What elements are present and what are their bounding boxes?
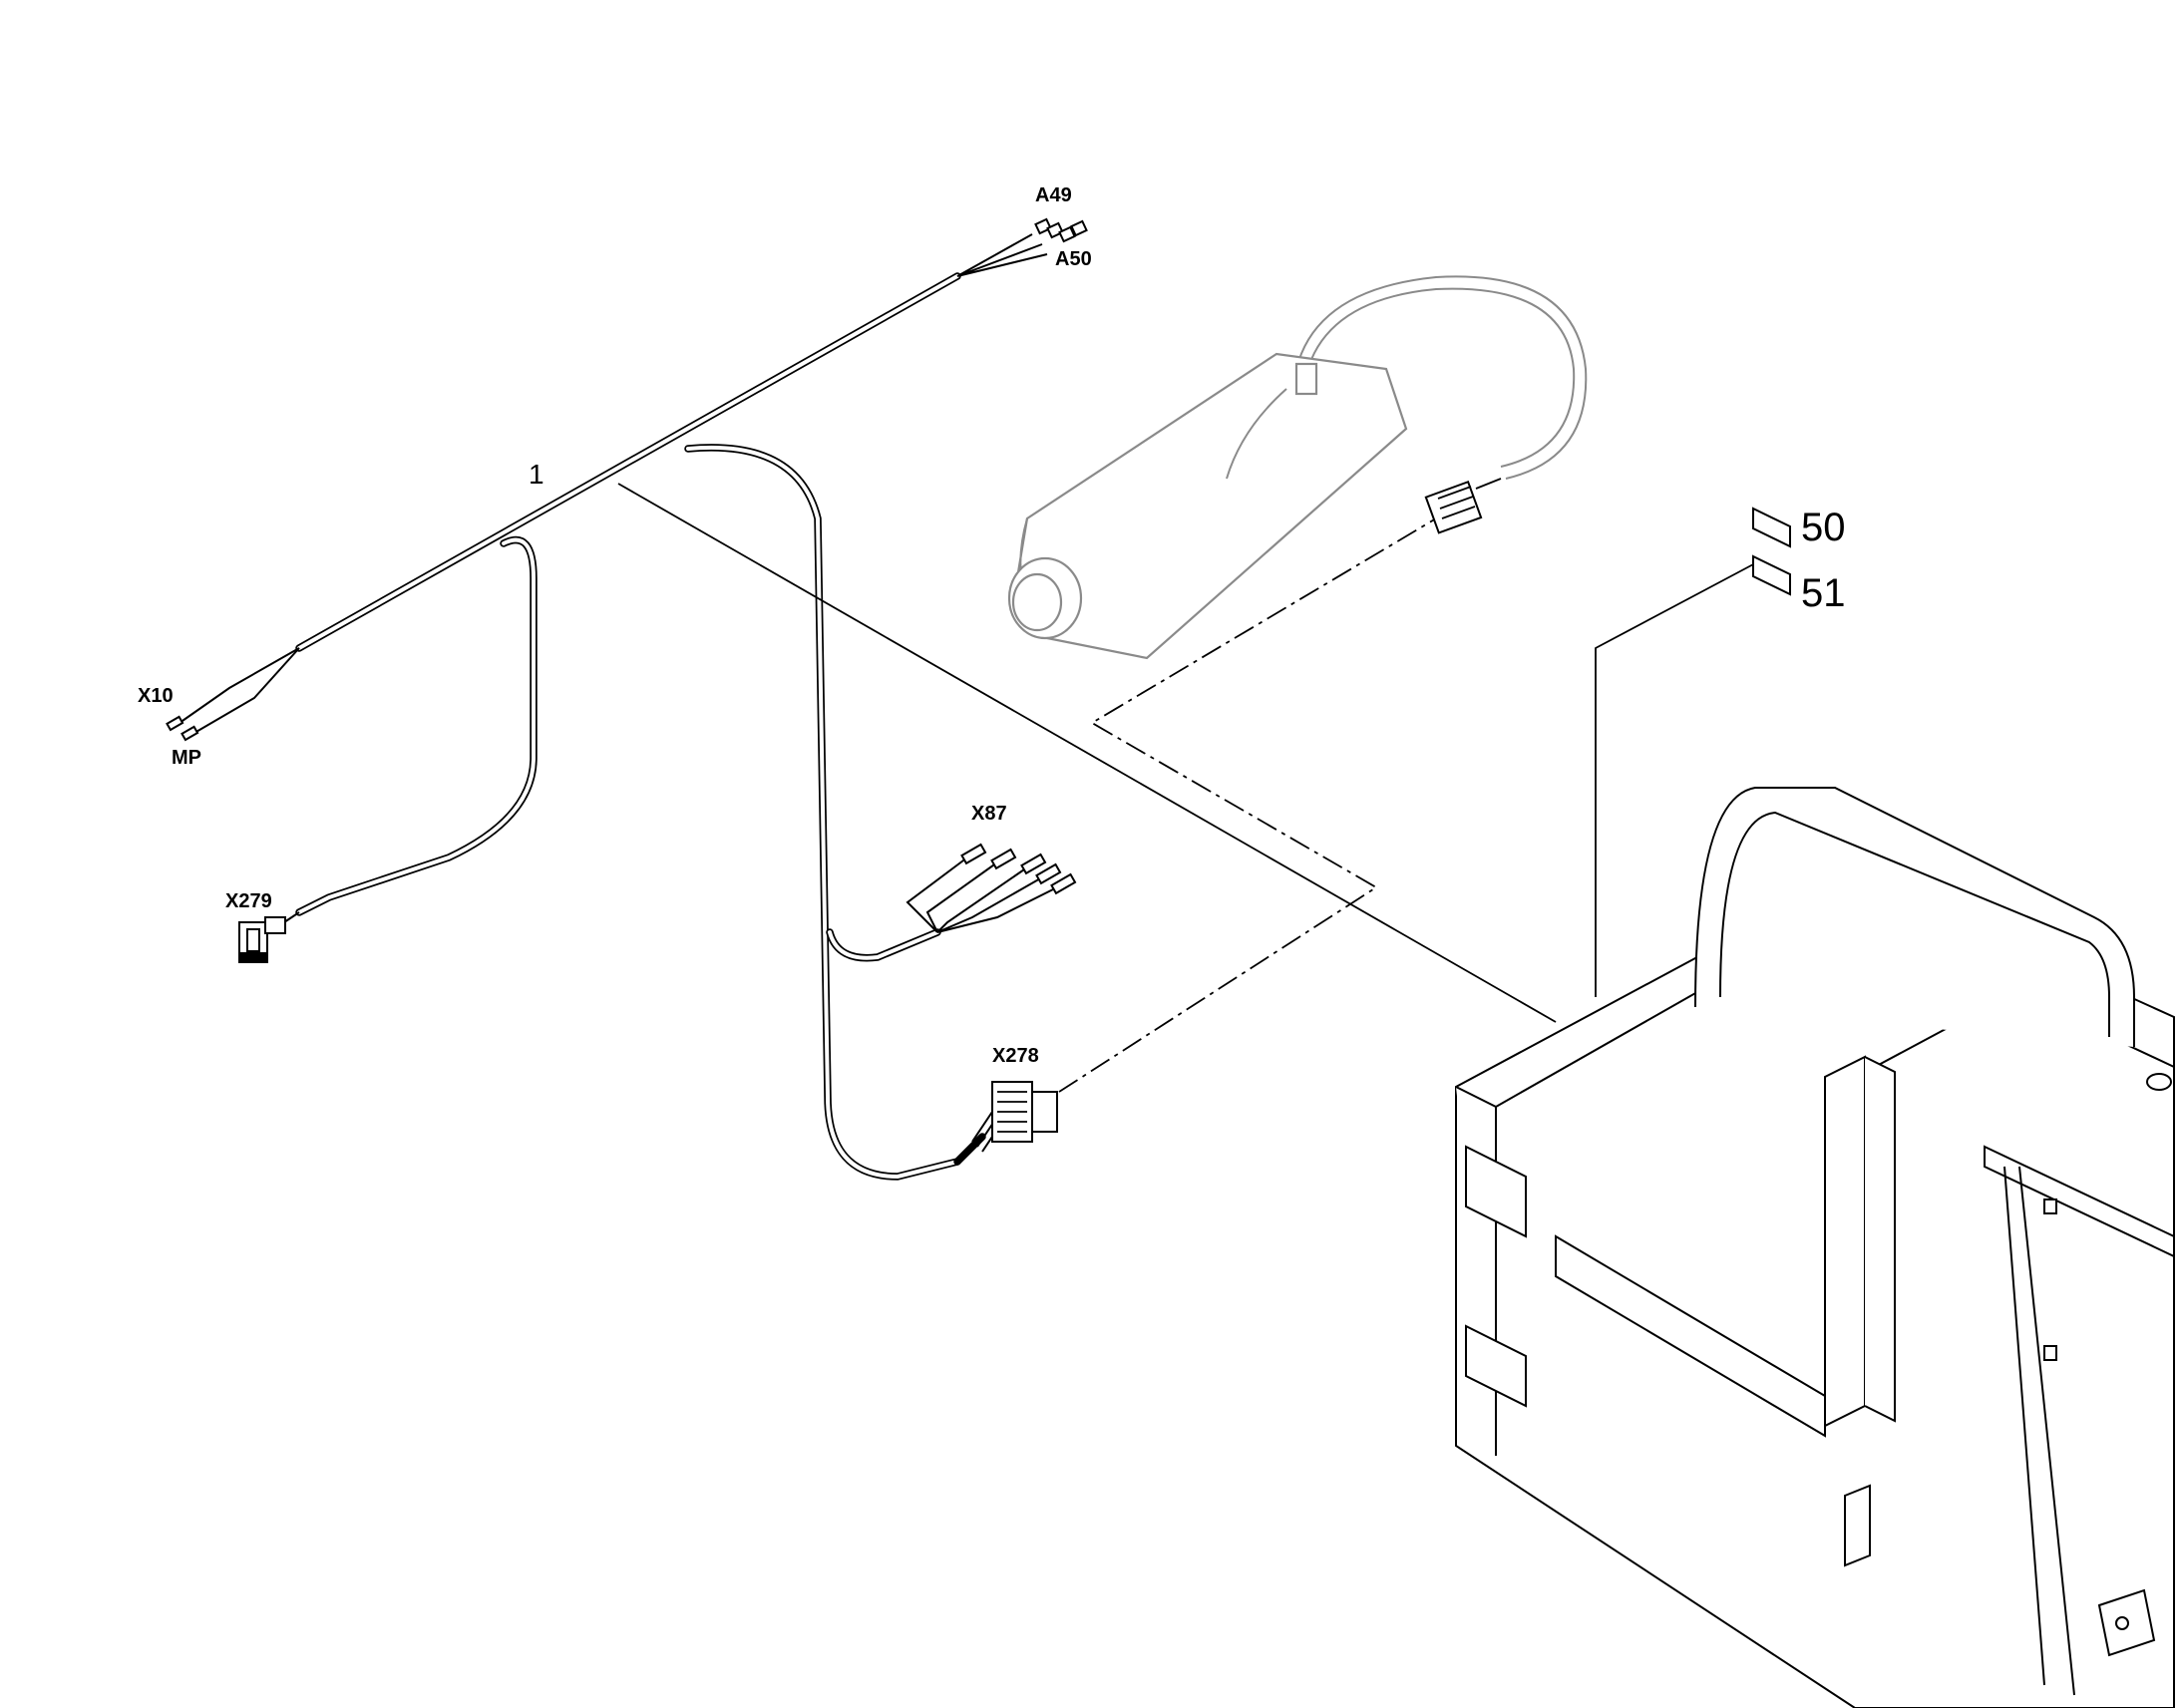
label-x279: X279 <box>225 890 272 912</box>
label-x278: X278 <box>992 1045 1039 1067</box>
item-number-51: 51 <box>1801 571 1846 615</box>
wiring-harness <box>295 272 986 1181</box>
reference-lines <box>617 483 1756 1093</box>
connector-a49-a50 <box>956 217 1088 277</box>
item-number-50: 50 <box>1801 506 1846 549</box>
callout-labels: 1 A49 A50 X10 MP X279 X87 X278 50 51 <box>138 184 1846 1067</box>
heater-unit <box>1007 275 1588 660</box>
label-mp: MP <box>172 747 201 769</box>
label-x87: X87 <box>971 803 1007 825</box>
housing-structure <box>1455 786 2175 1708</box>
connector-x10-mp <box>166 647 300 742</box>
label-x10: X10 <box>138 685 174 707</box>
label-a49: A49 <box>1035 184 1072 206</box>
connector-x87 <box>906 843 1077 933</box>
connector-x279 <box>238 911 300 963</box>
harness-item-number: 1 <box>529 459 545 490</box>
label-a50: A50 <box>1055 248 1092 270</box>
connector-x278 <box>971 1081 1058 1153</box>
label-parts-50-51 <box>1752 507 1791 596</box>
